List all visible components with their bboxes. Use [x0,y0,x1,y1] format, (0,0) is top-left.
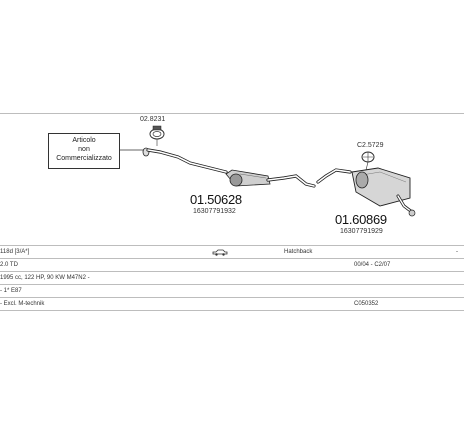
chassis-code-cell: - 1* E87 [0,288,22,294]
front-part-ref: 16307791932 [193,208,236,215]
exhaust-diagram: Articolo non Commercializzato 02.8231 C2… [48,116,416,235]
clamp-rear-icon [361,151,375,171]
row1-extra-cell: - [456,249,458,255]
top-divider [0,113,464,114]
clamp-top-number[interactable]: 02.8231 [140,116,166,123]
dates-cell: 00/04 - C2/07 [354,262,391,268]
table-row: - 1* E87 [0,284,464,297]
rear-pipe-icon [266,168,352,188]
vehicle-spec-table: 118d [3/A*] Hatchback - 2.0 TD 00/04 - C… [0,245,464,311]
front-pipe-icon [142,147,228,174]
middle-silencer-icon [225,169,271,187]
callout-line-3: Commercializzato [56,155,112,162]
rear-part-number[interactable]: 01.60869 [335,212,387,227]
body-type-cell: Hatchback [284,249,313,255]
note-cell: - Excl. M-technik [0,301,45,307]
table-row: 1995 cc, 122 HP, 90 KW M47N2 - [0,271,464,284]
rear-part-ref: 16307791929 [340,228,383,235]
table-row: 2.0 TD 00/04 - C2/07 [0,258,464,271]
engine-cell: 2.0 TD [0,262,18,268]
car-hatchback-icon [212,249,228,256]
front-part-number[interactable]: 01.50628 [190,192,242,207]
clamp-top-icon [149,125,165,146]
exhaust-drawing [120,125,416,217]
model-cell: 118d [3/A*] [0,249,30,255]
clamp-rear-number[interactable]: C2.5729 [357,142,384,149]
not-sold-callout: Articolo non Commercializzato [48,133,120,169]
specs-cell: 1995 cc, 122 HP, 90 KW M47N2 - [0,275,90,281]
table-row: 118d [3/A*] Hatchback - [0,245,464,258]
rear-silencer-icon [351,167,416,217]
kit-code-cell: C050352 [354,301,379,307]
callout-line-1: Articolo [72,137,96,144]
table-row: - Excl. M-technik C050352 [0,297,464,311]
callout-line-2: non [78,146,90,153]
